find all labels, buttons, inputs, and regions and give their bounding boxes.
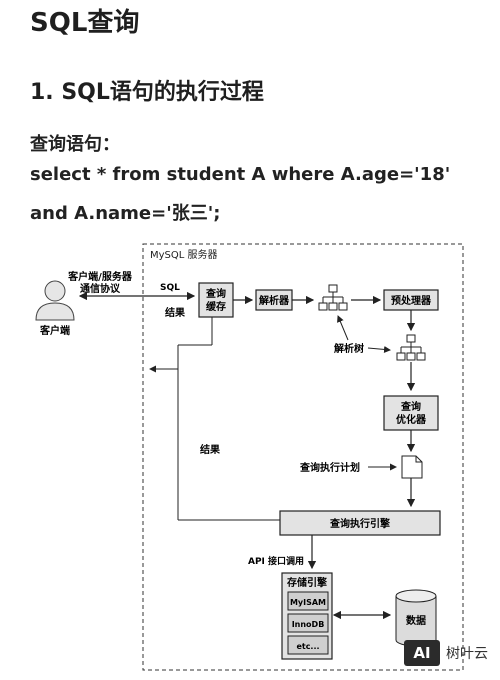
query-line-2: and A.name='张三'; — [30, 203, 221, 224]
api-label: API 接口调用 — [248, 555, 304, 567]
server-label: MySQL 服务器 — [150, 248, 218, 261]
engine-innodb-box — [287, 613, 329, 633]
query-label: 查询语句： — [30, 134, 120, 155]
protocol-label-line1: 客户端/服务器 — [67, 270, 133, 283]
parse-tree-label: 解析树 — [334, 342, 364, 355]
storage-engine-label: 存储引擎 — [287, 576, 327, 589]
section-heading: 1. SQL语句的执行过程 — [30, 80, 264, 105]
query-cache-line1: 查询 — [205, 287, 226, 300]
result-label-left: 结果 — [200, 443, 221, 456]
client-icon — [35, 280, 75, 321]
engine-etc: etc... — [296, 642, 319, 651]
parse-tree-icon-2 — [396, 334, 426, 361]
optimizer-line1: 查询 — [400, 400, 421, 413]
query-cache-box — [198, 282, 234, 318]
watermark: AI 树叶云 — [404, 640, 488, 666]
optimizer-line2: 优化器 — [396, 413, 427, 426]
sql-label: SQL — [160, 283, 180, 293]
engine-innodb: InnoDB — [292, 620, 325, 629]
execution-engine-box — [279, 510, 441, 536]
optimizer-box — [383, 395, 439, 431]
page-title: SQL查询 — [30, 8, 140, 38]
query-line-1: select * from student A where A.age='18' — [30, 164, 451, 185]
execution-plan-icon — [401, 455, 423, 479]
engine-etc-box — [287, 635, 329, 655]
result-label-top: 结果 — [165, 306, 186, 319]
execution-plan-label: 查询执行计划 — [299, 461, 360, 474]
parser-label: 解析器 — [259, 294, 290, 307]
client-label: 客户端 — [39, 324, 70, 337]
preprocessor-label: 预处理器 — [391, 294, 432, 307]
engine-myisam: MyISAM — [290, 598, 326, 607]
query-cache-line2: 缓存 — [205, 300, 226, 313]
data-label: 数据 — [406, 614, 426, 627]
watermark-text: 树叶云 — [446, 646, 488, 662]
execution-engine-label: 查询执行引擎 — [329, 517, 390, 530]
server-boundary — [142, 243, 464, 671]
engine-myisam-box — [287, 591, 329, 611]
protocol-label-line2: 通信协议 — [80, 282, 121, 295]
parse-tree-icon-1 — [318, 284, 348, 311]
watermark-logo-icon: AI — [404, 640, 440, 666]
